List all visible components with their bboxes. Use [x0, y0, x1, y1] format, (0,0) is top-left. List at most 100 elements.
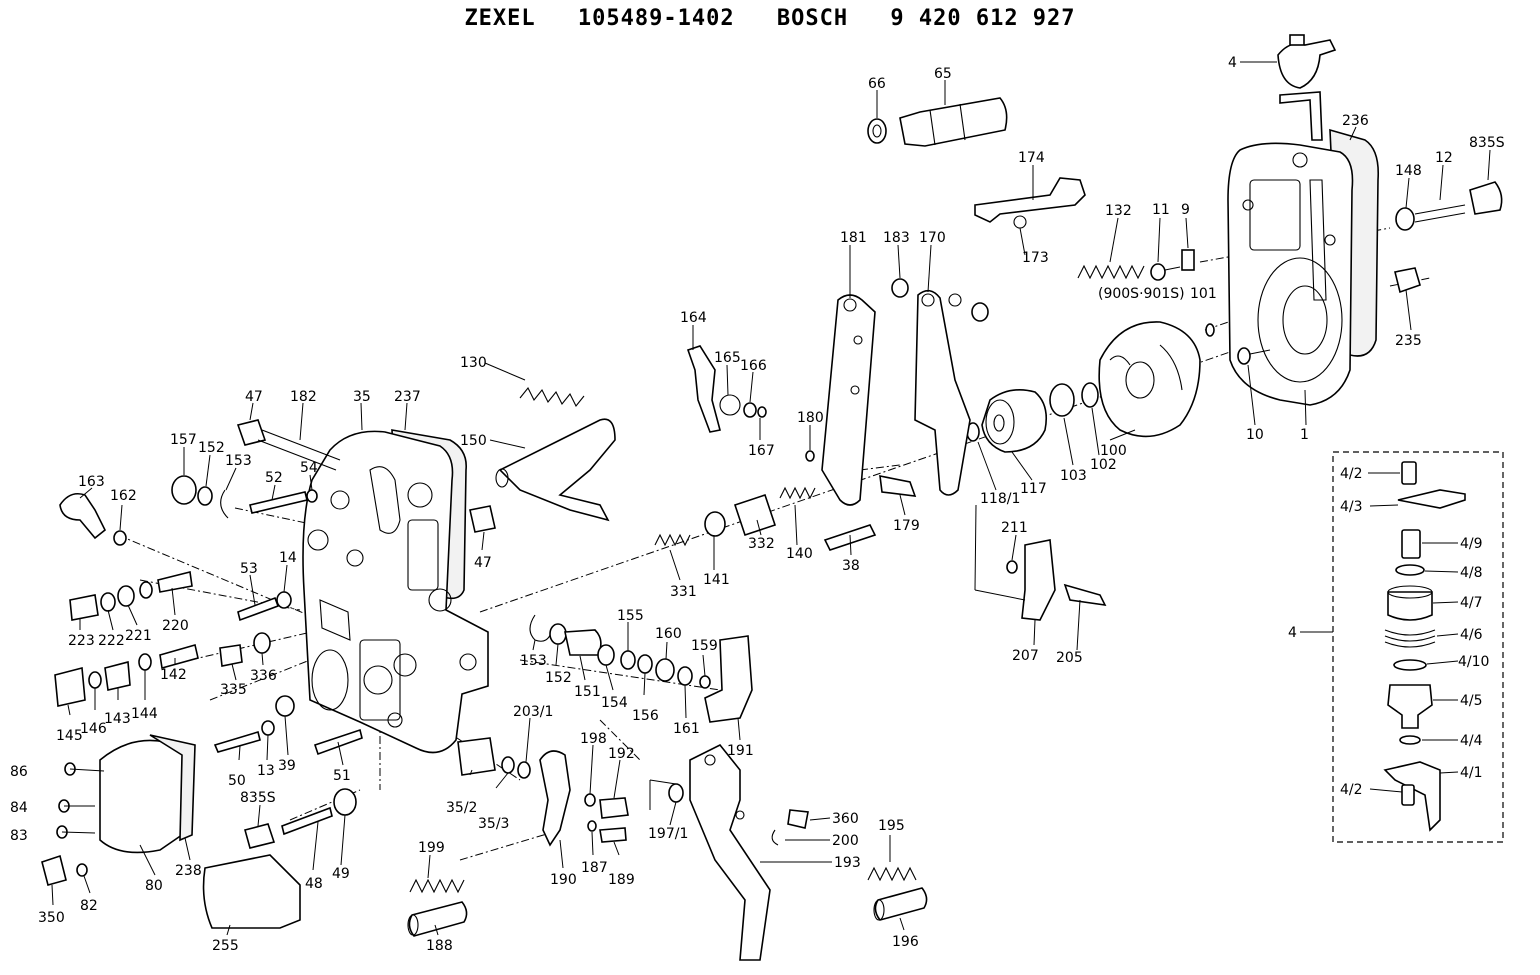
label-160: 160 [655, 626, 682, 642]
zexel-part-number: 105489-1402 [577, 6, 735, 31]
label-48: 48 [305, 876, 323, 892]
label-4-9: 4/9 [1460, 536, 1483, 552]
label-4-7: 4/7 [1460, 595, 1483, 611]
label-198: 198 [580, 731, 607, 747]
label-50: 50 [228, 773, 246, 789]
label-192: 192 [608, 746, 635, 762]
label-336: 336 [250, 668, 277, 684]
label-335: 335 [220, 682, 247, 698]
assembly-4-detail [1332, 451, 1504, 843]
label-144: 144 [131, 706, 158, 722]
label-162: 162 [110, 488, 137, 504]
label-39: 39 [278, 758, 296, 774]
label-102: 102 [1090, 457, 1117, 473]
label-331: 331 [670, 584, 697, 600]
label-151: 151 [574, 684, 601, 700]
label-118-1: 118/1 [980, 491, 1020, 507]
diagram-title: ZEXEL 105489-1402 BOSCH 9 420 612 927 [0, 6, 1540, 31]
label-141: 141 [703, 572, 730, 588]
label-182: 182 [290, 389, 317, 405]
label-54: 54 [300, 460, 318, 476]
flyweight-assembly [966, 321, 1201, 453]
label-35-3: 35/3 [478, 816, 509, 832]
label-199: 199 [418, 840, 445, 856]
governor-housing-1 [1227, 128, 1380, 406]
label-38: 38 [842, 558, 860, 574]
label-10: 10 [1246, 427, 1264, 443]
label-11: 11 [1152, 202, 1170, 218]
label-86: 86 [10, 764, 28, 780]
label-66: 66 [868, 76, 886, 92]
label-156: 156 [632, 708, 659, 724]
label-80: 80 [145, 878, 163, 894]
label-170: 170 [919, 230, 946, 246]
label-183: 183 [883, 230, 910, 246]
label-4-2b: 4/2 [1340, 782, 1363, 798]
label-142: 142 [160, 667, 187, 683]
label-190: 190 [550, 872, 577, 888]
brand-bosch: BOSCH [776, 6, 849, 31]
label-187: 187 [581, 860, 608, 876]
label-237: 237 [394, 389, 421, 405]
label-1: 1 [1300, 427, 1309, 443]
label-117: 117 [1020, 481, 1047, 497]
label-165: 165 [714, 350, 741, 366]
label-167: 167 [748, 443, 775, 459]
part-number-labels: 66 65 4 236 174 132 11 9 148 12 835S 181… [10, 55, 1505, 954]
label-179: 179 [893, 518, 920, 534]
label-150: 150 [460, 433, 487, 449]
label-255: 255 [212, 938, 239, 954]
label-4-10: 4/10 [1458, 654, 1489, 670]
label-49: 49 [332, 866, 350, 882]
label-100: 100 [1100, 443, 1127, 459]
label-236: 236 [1342, 113, 1369, 129]
label-152-mid: 152 [545, 670, 572, 686]
label-148: 148 [1395, 163, 1422, 179]
label-189: 189 [608, 872, 635, 888]
label-51: 51 [333, 768, 351, 784]
label-197-1: 197/1 [648, 826, 688, 842]
label-13: 13 [257, 763, 275, 779]
part-174 [974, 177, 1086, 229]
part-150 [495, 418, 616, 522]
label-101: 101 [1190, 286, 1217, 302]
label-157: 157 [170, 432, 197, 448]
label-360: 360 [832, 811, 859, 827]
label-220: 220 [162, 618, 189, 634]
label-200: 200 [832, 833, 859, 849]
label-52: 52 [265, 470, 283, 486]
label-12: 12 [1435, 150, 1453, 166]
label-161: 161 [673, 721, 700, 737]
label-9: 9 [1181, 202, 1190, 218]
label-196: 196 [892, 934, 919, 950]
label-84: 84 [10, 800, 28, 816]
label-82: 82 [80, 898, 98, 914]
label-4-8: 4/8 [1460, 565, 1483, 581]
label-132: 132 [1105, 203, 1132, 219]
label-53: 53 [240, 561, 258, 577]
label-350: 350 [38, 910, 65, 926]
label-155: 155 [617, 608, 644, 624]
label-35-2: 35/2 [446, 800, 477, 816]
label-207: 207 [1012, 648, 1039, 664]
label-4-4: 4/4 [1460, 733, 1483, 749]
label-174: 174 [1018, 150, 1045, 166]
label-4-2a: 4/2 [1340, 466, 1363, 482]
label-223: 223 [68, 633, 95, 649]
label-835S-bot: 835S [240, 790, 276, 806]
label-152-top: 152 [198, 440, 225, 456]
label-35: 35 [353, 389, 371, 405]
label-332: 332 [748, 536, 775, 552]
label-47-top: 47 [245, 389, 263, 405]
label-4-6: 4/6 [1460, 627, 1483, 643]
label-166: 166 [740, 358, 767, 374]
label-4: 4 [1228, 55, 1237, 71]
springs [409, 264, 1145, 894]
part-65-66 [867, 97, 1008, 147]
label-900S-901S: (900S·901S) [1098, 286, 1185, 302]
label-195: 195 [878, 818, 905, 834]
label-143: 143 [104, 711, 131, 727]
label-193: 193 [834, 855, 861, 871]
part-188-196 [407, 887, 928, 937]
